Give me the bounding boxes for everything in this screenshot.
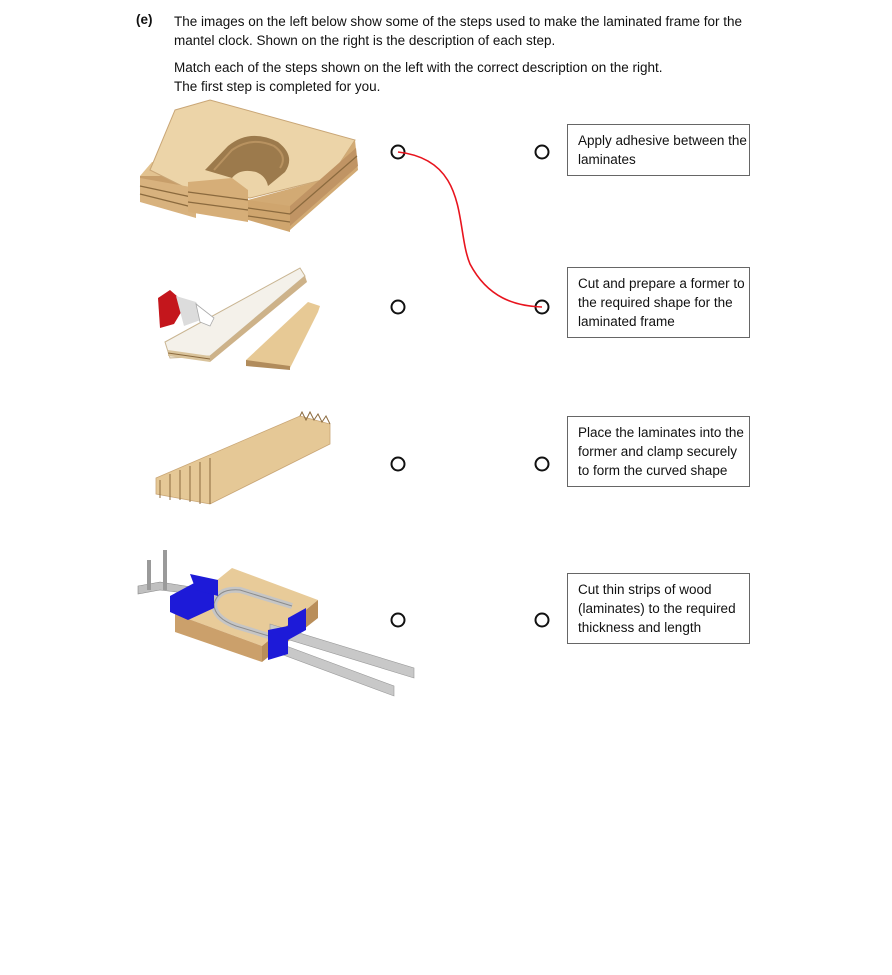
left-option-4[interactable]: [390, 612, 406, 628]
question-label: (e): [136, 12, 153, 27]
left-option-3[interactable]: [390, 456, 406, 472]
former-block-icon: [139, 99, 358, 232]
instruction-line-1: Match each of the steps shown on the lef…: [174, 60, 663, 75]
description-text-1: Apply adhesive between the laminates: [578, 133, 747, 167]
description-box-1: Apply adhesive between the laminates: [567, 124, 750, 176]
wood-strips-icon: [155, 410, 331, 505]
right-option-4[interactable]: [534, 612, 550, 628]
description-box-3: Place the laminates into the former and …: [567, 416, 750, 487]
right-option-3[interactable]: [534, 456, 550, 472]
glue-bottle-icon: [158, 267, 320, 370]
question-instructions: Match each of the steps shown on the lef…: [174, 58, 774, 96]
question-intro: The images on the left below show some o…: [174, 14, 743, 48]
description-box-2: Cut and prepare a former to the required…: [567, 267, 750, 338]
description-text-4: Cut thin strips of wood (laminates) to t…: [578, 582, 736, 635]
clamped-former-icon: [137, 550, 415, 697]
completed-match-line: [397, 151, 543, 308]
left-option-2[interactable]: [390, 299, 406, 315]
right-option-1[interactable]: [534, 144, 550, 160]
description-text-3: Place the laminates into the former and …: [578, 425, 744, 478]
instruction-line-2: The first step is completed for you.: [174, 79, 381, 94]
description-text-2: Cut and prepare a former to the required…: [578, 276, 745, 329]
description-box-4: Cut thin strips of wood (laminates) to t…: [567, 573, 750, 644]
